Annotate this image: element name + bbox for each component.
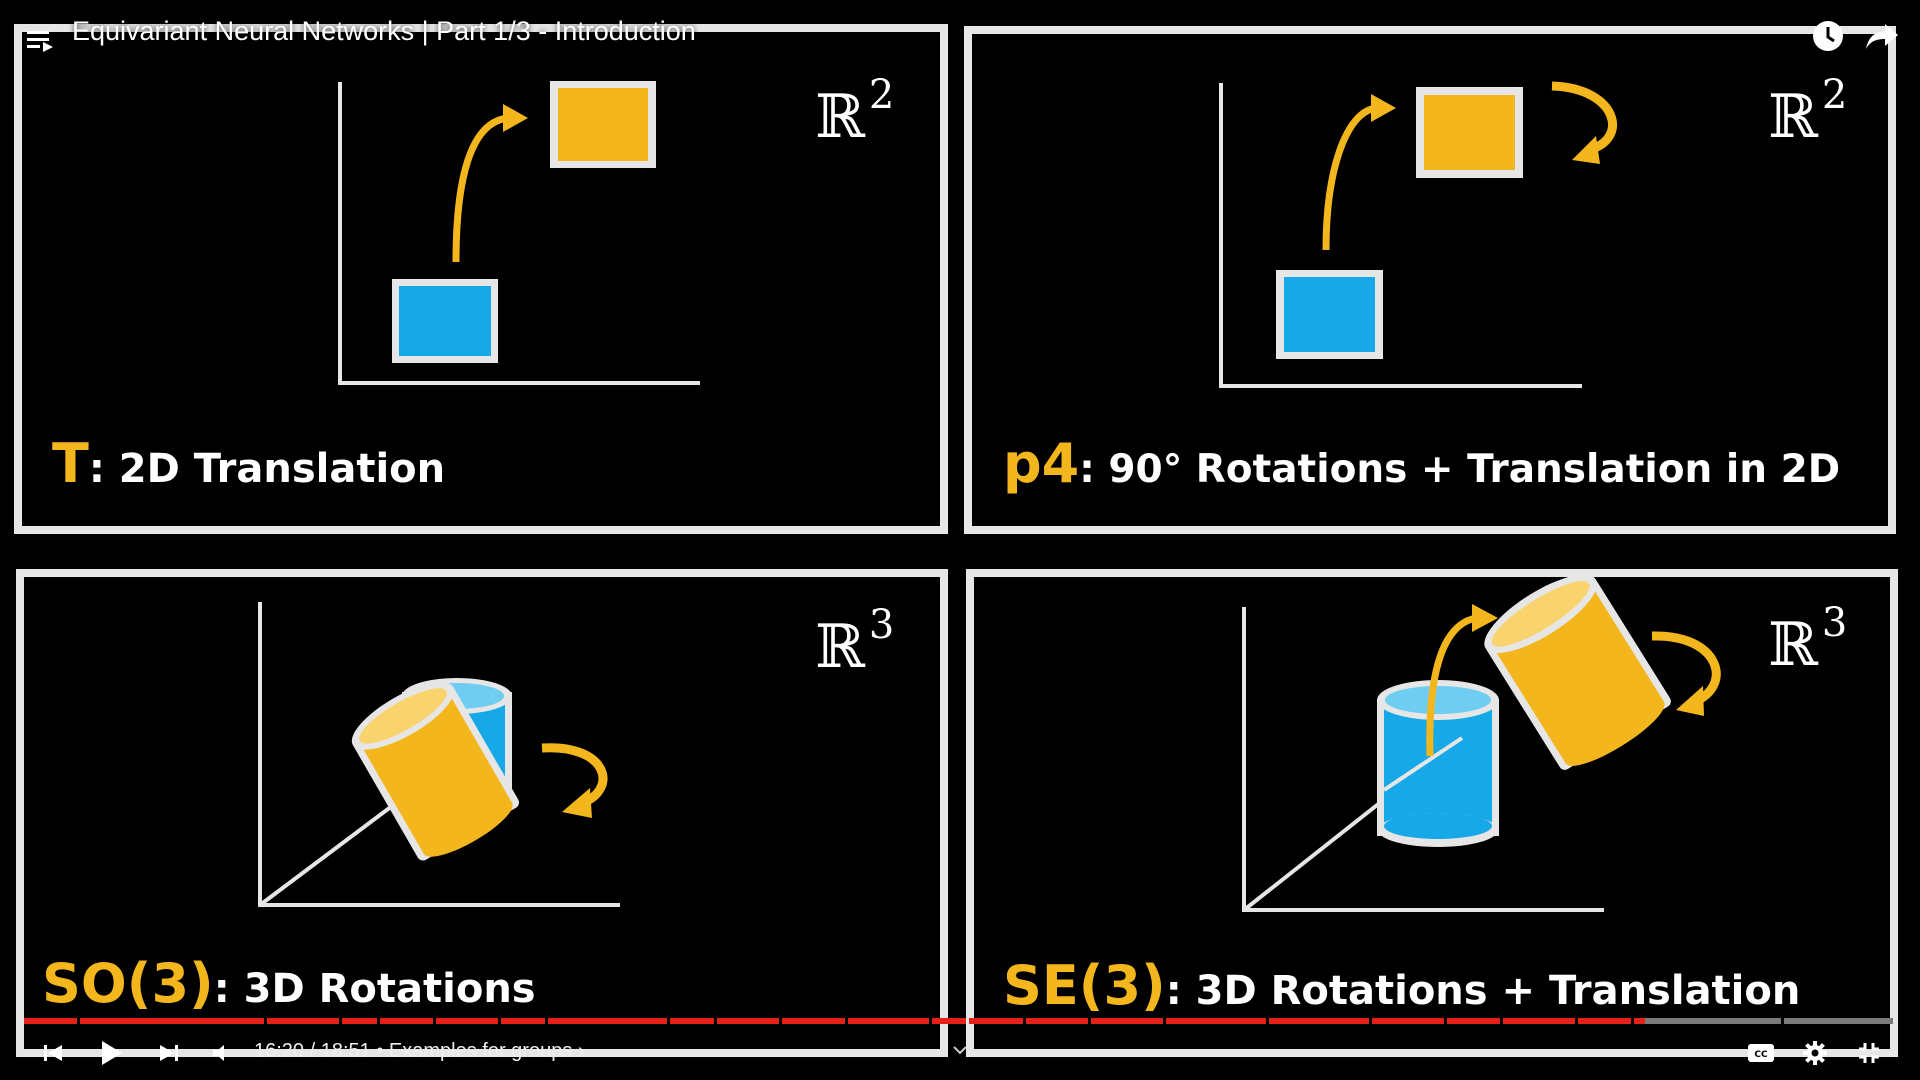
axes-p4 (1219, 83, 1582, 388)
progress-played-segment (1268, 1018, 1369, 1024)
panel-frames (14, 24, 1898, 1057)
arrow-p4 (1322, 94, 1396, 251)
panel-frame-se3 (966, 569, 1898, 1057)
progress-played-segment (1371, 1018, 1444, 1024)
rotation-arrow-so3 (541, 743, 608, 818)
progress-played-segment (1165, 1018, 1266, 1024)
progress-played-segment (379, 1018, 433, 1024)
progress-bar[interactable] (24, 1018, 1896, 1024)
yellow-cylinder-se3 (1484, 574, 1671, 770)
yellow-square-p4 (1416, 87, 1523, 178)
progress-played-segment (267, 1018, 340, 1024)
play-icon[interactable] (92, 1034, 130, 1072)
chapter-title[interactable]: • Examples for groups › (376, 1040, 585, 1062)
blue-square-translation (392, 279, 498, 363)
captions-icon[interactable]: CC (1744, 1036, 1778, 1070)
yellow-square-translation (550, 81, 656, 168)
next-icon[interactable] (152, 1036, 186, 1070)
axes-so3 (258, 602, 620, 907)
exit-fullscreen-icon[interactable] (1852, 1036, 1886, 1070)
progress-played-segment (1446, 1018, 1500, 1024)
progress-played-segment (931, 1018, 967, 1024)
progress-played-segment (716, 1018, 780, 1024)
playlist-icon[interactable] (22, 22, 58, 58)
group-caption-translation: T: 2D Translation (52, 432, 446, 495)
watch-later-icon[interactable] (1810, 18, 1846, 54)
progress-played-segment (24, 1018, 78, 1024)
progress-played-segment (501, 1018, 546, 1024)
share-icon[interactable] (1862, 18, 1902, 54)
progress-played-segment (847, 1018, 929, 1024)
blue-cylinder-se3 (1377, 680, 1499, 847)
progress-unplayed-segment (1645, 1018, 1781, 1024)
chevron-down-icon (950, 1040, 970, 1060)
panel-frame-p4 (964, 26, 1896, 534)
arrow-translation (452, 104, 528, 263)
group-caption-so3: SO(3): 3D Rotations (42, 952, 536, 1015)
svg-text:CC: CC (1754, 1050, 1768, 1060)
volume-icon[interactable] (206, 1036, 236, 1070)
previous-icon[interactable] (36, 1036, 70, 1070)
video-title[interactable]: Equivariant Neural Networks | Part 1/3 -… (72, 16, 696, 46)
progress-played-segment (80, 1018, 265, 1024)
progress-played-segment (1633, 1018, 1646, 1024)
progress-played-segment (1091, 1018, 1163, 1024)
rotation-arrow-se3 (1651, 631, 1721, 716)
progress-played-segment (1502, 1018, 1575, 1024)
progress-played-segment (782, 1018, 845, 1024)
arrow-se3 (1426, 604, 1498, 757)
panel-frame-so3 (16, 569, 948, 1057)
time-display: 16:20 / 18:51 • Examples for groups › (254, 1040, 585, 1062)
progress-played-segment (669, 1018, 714, 1024)
progress-played-segment (435, 1018, 499, 1024)
blue-square-p4 (1276, 270, 1383, 359)
settings-icon[interactable] (1798, 1036, 1832, 1070)
group-caption-se3: SE(3): 3D Rotations + Translation (1003, 954, 1801, 1017)
axes-translation (338, 82, 700, 385)
progress-played-segment (1025, 1018, 1089, 1024)
progress-played-segment (548, 1018, 667, 1024)
yellow-cylinder-so3 (351, 682, 520, 861)
rotation-arrow-p4 (1551, 81, 1617, 164)
progress-played-segment (342, 1018, 377, 1024)
panel-frame-translation (14, 24, 948, 534)
group-caption-p4: p4: 90° Rotations + Translation in 2D (1003, 432, 1841, 495)
progress-played-segment (969, 1018, 1023, 1024)
progress-played-segment (1577, 1018, 1631, 1024)
progress-unplayed-segment (1783, 1018, 1893, 1024)
